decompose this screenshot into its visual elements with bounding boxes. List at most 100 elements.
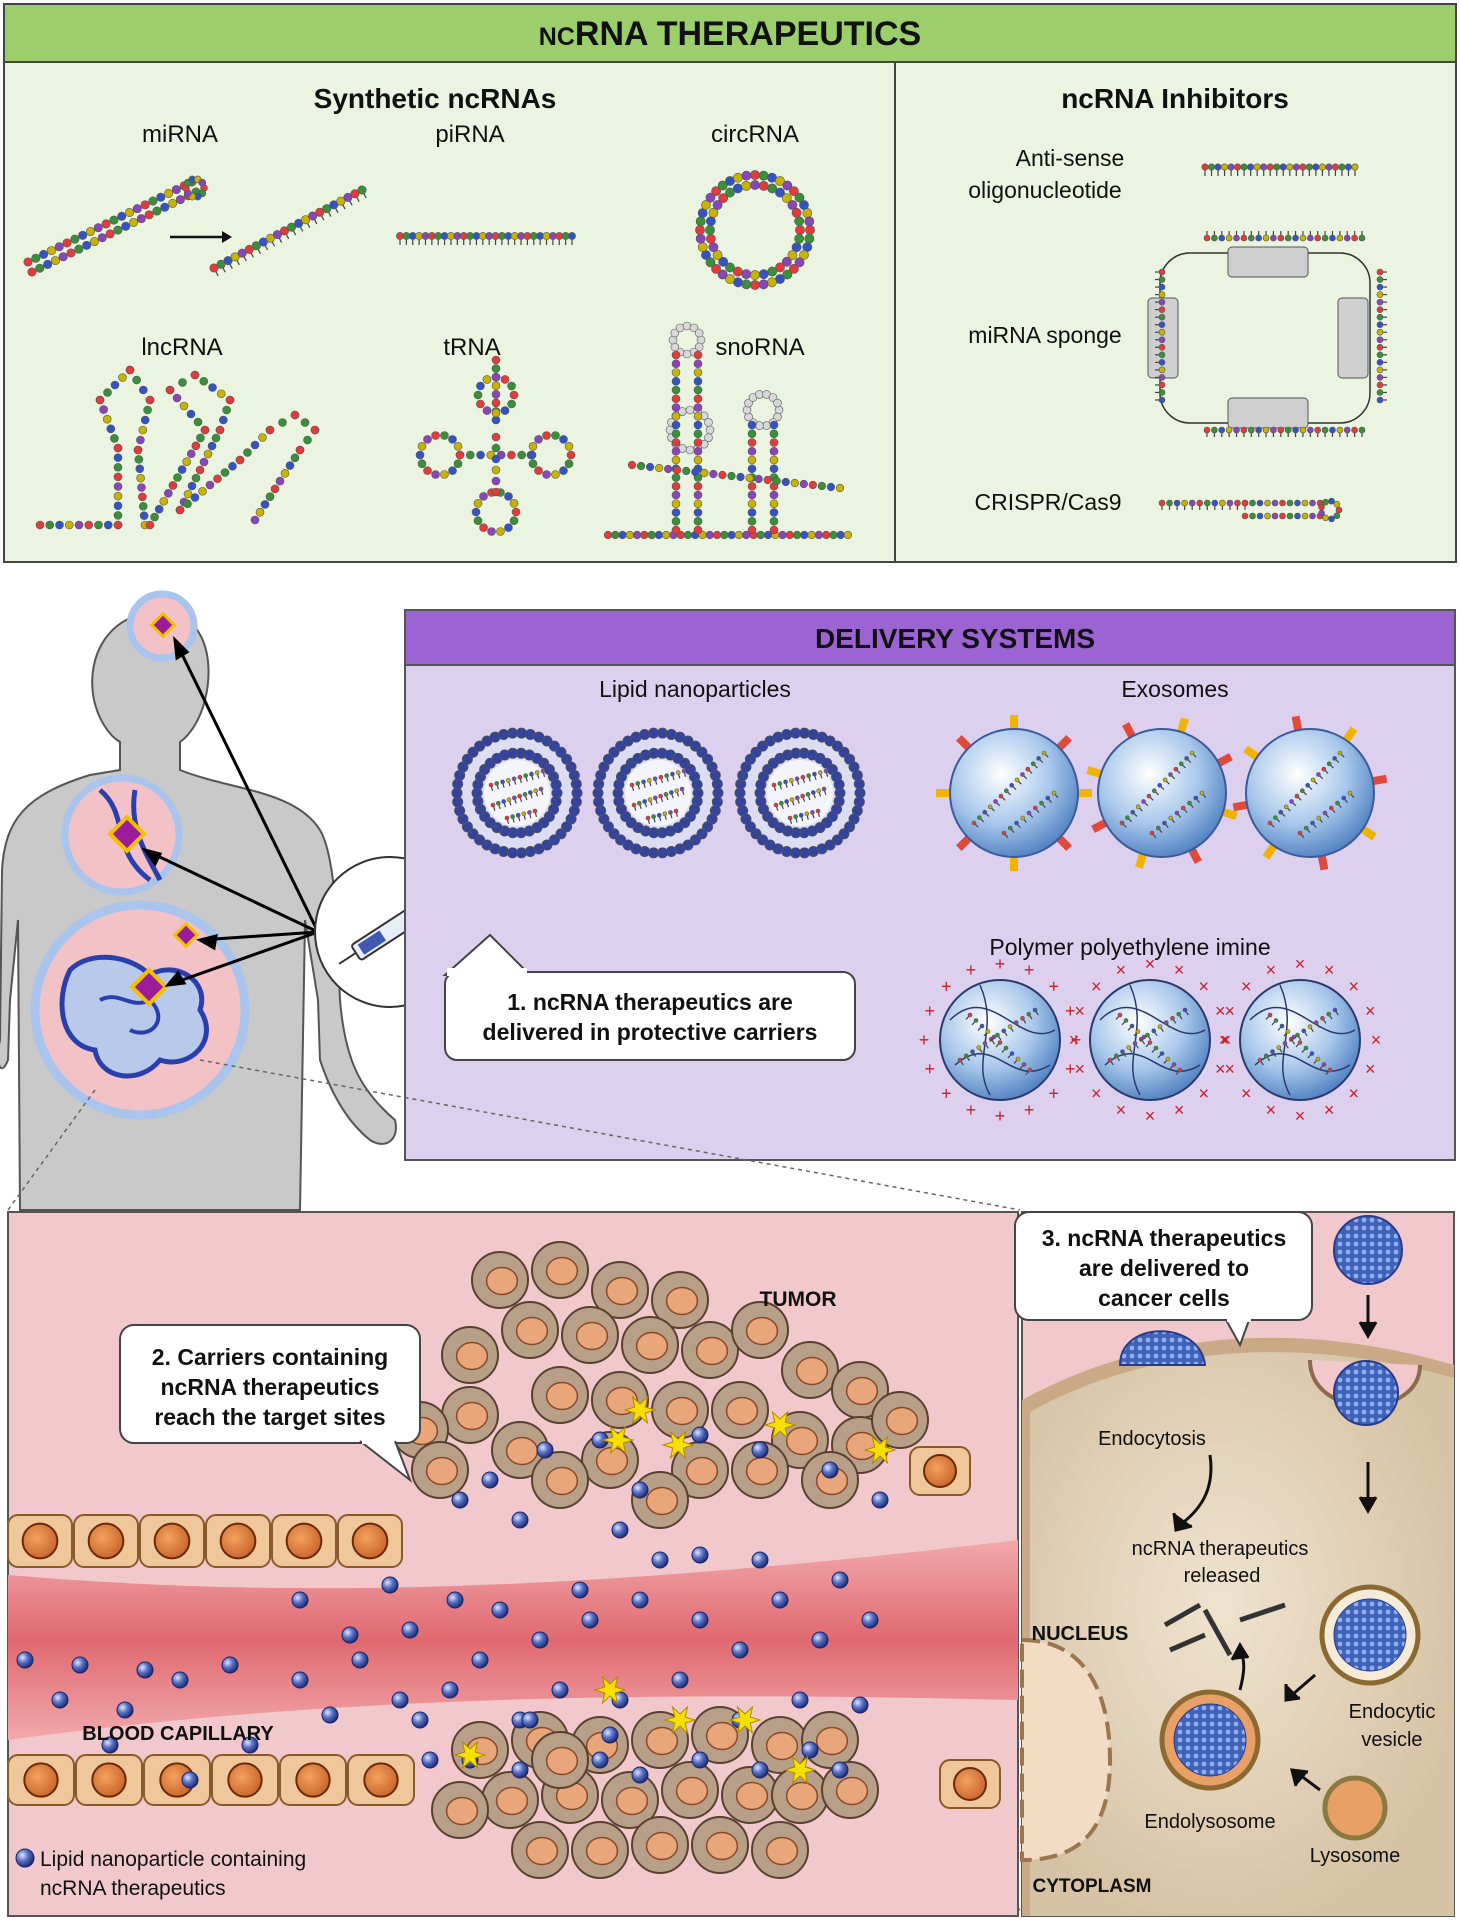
uptake-particles: [1118, 1215, 1421, 1841]
svg-text:×: ×: [1116, 960, 1127, 980]
svg-text:+: +: [1024, 1100, 1035, 1120]
lipid-nanoparticle: [451, 727, 583, 859]
nanoparticle: [831, 1571, 849, 1589]
nanoparticle: [391, 1691, 409, 1709]
capillary-lumen: [8, 1540, 1018, 1740]
tumor-cell: [691, 1816, 749, 1874]
callout-3-line3: cancer cells: [1098, 1285, 1230, 1311]
tumor-cell: [411, 1441, 469, 1499]
legend-line2: ncRNA therapeutics: [40, 1877, 226, 1900]
nanoparticle: [671, 1671, 689, 1689]
svg-text:×: ×: [1116, 1100, 1127, 1120]
lncrna-structure: [35, 365, 320, 530]
tumor-cell: [531, 1366, 589, 1424]
polymer-nanoparticle: ××××××××××××××××: [1219, 954, 1382, 1126]
nanoparticle: [751, 1551, 769, 1569]
tumor-cell: [441, 1386, 499, 1444]
svg-text:+: +: [925, 1059, 936, 1079]
endothelial-cell: [75, 1754, 143, 1806]
nanoparticle: [691, 1751, 709, 1769]
nanoparticle: [136, 1661, 154, 1679]
callout-1-line1: 1. ncRNA therapeutics are: [507, 989, 792, 1015]
tumor-cell: [781, 1341, 839, 1399]
svg-text:×: ×: [1266, 960, 1277, 980]
tumor-cell: [591, 1261, 649, 1319]
svg-text:+: +: [1065, 1001, 1076, 1021]
nanoparticle: [221, 1656, 239, 1674]
endothelial-cell: [73, 1514, 139, 1568]
nanoparticle: [536, 1441, 554, 1459]
nanoparticle: [291, 1671, 309, 1689]
nanoparticle: [611, 1521, 629, 1539]
endothelial-cell: [7, 1754, 75, 1806]
capillary-wall-cells: [7, 1446, 1001, 1809]
tumor-cell: [721, 1766, 779, 1824]
legend-line1: Lipid nanoparticle containing: [40, 1848, 306, 1871]
svg-text:×: ×: [1069, 1030, 1080, 1050]
tumor-cell: [801, 1451, 859, 1509]
uptake-arrows: [1172, 1295, 1378, 1792]
tumor-label: TUMOR: [760, 1288, 837, 1311]
endothelial-cell: [939, 1759, 1001, 1809]
nanoparticle: [241, 1736, 259, 1754]
release-burst: [728, 1705, 762, 1735]
endothelial-cell: [279, 1754, 347, 1806]
callout-1: 1. ncRNA therapeutics are delivered in p…: [442, 933, 856, 1061]
delivery-title: DELIVERY SYSTEMS: [815, 623, 1095, 654]
tumor-cell: [471, 1251, 529, 1309]
nanoparticle: [481, 1471, 499, 1489]
nanoparticle: [341, 1626, 359, 1644]
polymer-label: Polymer polyethylene imine: [989, 934, 1270, 960]
tumor-cell: [451, 1721, 509, 1779]
nanoparticle: [291, 1591, 309, 1609]
nanoparticle: [871, 1491, 889, 1509]
exosome: [1232, 715, 1388, 871]
nanoparticle: [691, 1546, 709, 1564]
tumor-cell: [651, 1271, 709, 1329]
nanoparticle: [831, 1761, 849, 1779]
nanoparticle: [531, 1631, 549, 1649]
tumor-cell: [681, 1321, 739, 1379]
endothelial-cell: [7, 1514, 73, 1568]
nanoparticle: [691, 1426, 709, 1444]
polymer-nanoparticle: ++++++++++++++++: [919, 954, 1082, 1126]
svg-text:×: ×: [1324, 960, 1335, 980]
svg-text:×: ×: [1365, 1059, 1376, 1079]
synthetic-ncrna-illustrations: [23, 170, 853, 540]
callout-1-line2: delivered in protective carriers: [483, 1019, 818, 1045]
synthetic-ncrnas-title: Synthetic ncRNAs: [314, 83, 557, 114]
carrier-illustrations: ++++++++++++++++××××××××××××××××××××××××…: [451, 715, 1388, 1126]
tumor-cell: [631, 1471, 689, 1529]
nanoparticle: [116, 1701, 134, 1719]
nanoparticle: [691, 1611, 709, 1629]
nanoparticle: [861, 1611, 879, 1629]
nanoparticle: [791, 1691, 809, 1709]
tumor-cell: [501, 1301, 559, 1359]
callout-3-line1: 3. ncRNA therapeutics: [1042, 1225, 1287, 1251]
blood-capillary-label: BLOOD CAPILLARY: [82, 1723, 274, 1745]
nanoparticle: [451, 1491, 469, 1509]
tumor-mass: [391, 1241, 929, 1879]
svg-text:+: +: [919, 1030, 930, 1050]
svg-text:×: ×: [1145, 1106, 1156, 1126]
svg-text:×: ×: [1221, 1030, 1232, 1050]
nanoparticle: [851, 1696, 869, 1714]
tumor-cell: [511, 1821, 569, 1879]
nanoparticle: [581, 1611, 599, 1629]
antisense-label-line2: oligonucleotide: [968, 177, 1121, 203]
svg-text:×: ×: [1075, 1001, 1086, 1021]
tumor-cell: [601, 1771, 659, 1829]
tumor-cell: [441, 1326, 499, 1384]
tumor-cell: [531, 1451, 589, 1509]
nanoparticle: [631, 1591, 649, 1609]
cytoplasm-label: CYTOPLASM: [1033, 1876, 1152, 1897]
svg-text:×: ×: [1215, 1059, 1226, 1079]
nucleus-label: NUCLEUS: [1032, 1623, 1129, 1645]
svg-text:×: ×: [1295, 1106, 1306, 1126]
release-burst: [863, 1435, 897, 1465]
svg-text:+: +: [941, 1084, 952, 1104]
svg-text:×: ×: [1091, 976, 1102, 996]
nanoparticle: [631, 1481, 649, 1499]
nanoparticle: [441, 1681, 459, 1699]
